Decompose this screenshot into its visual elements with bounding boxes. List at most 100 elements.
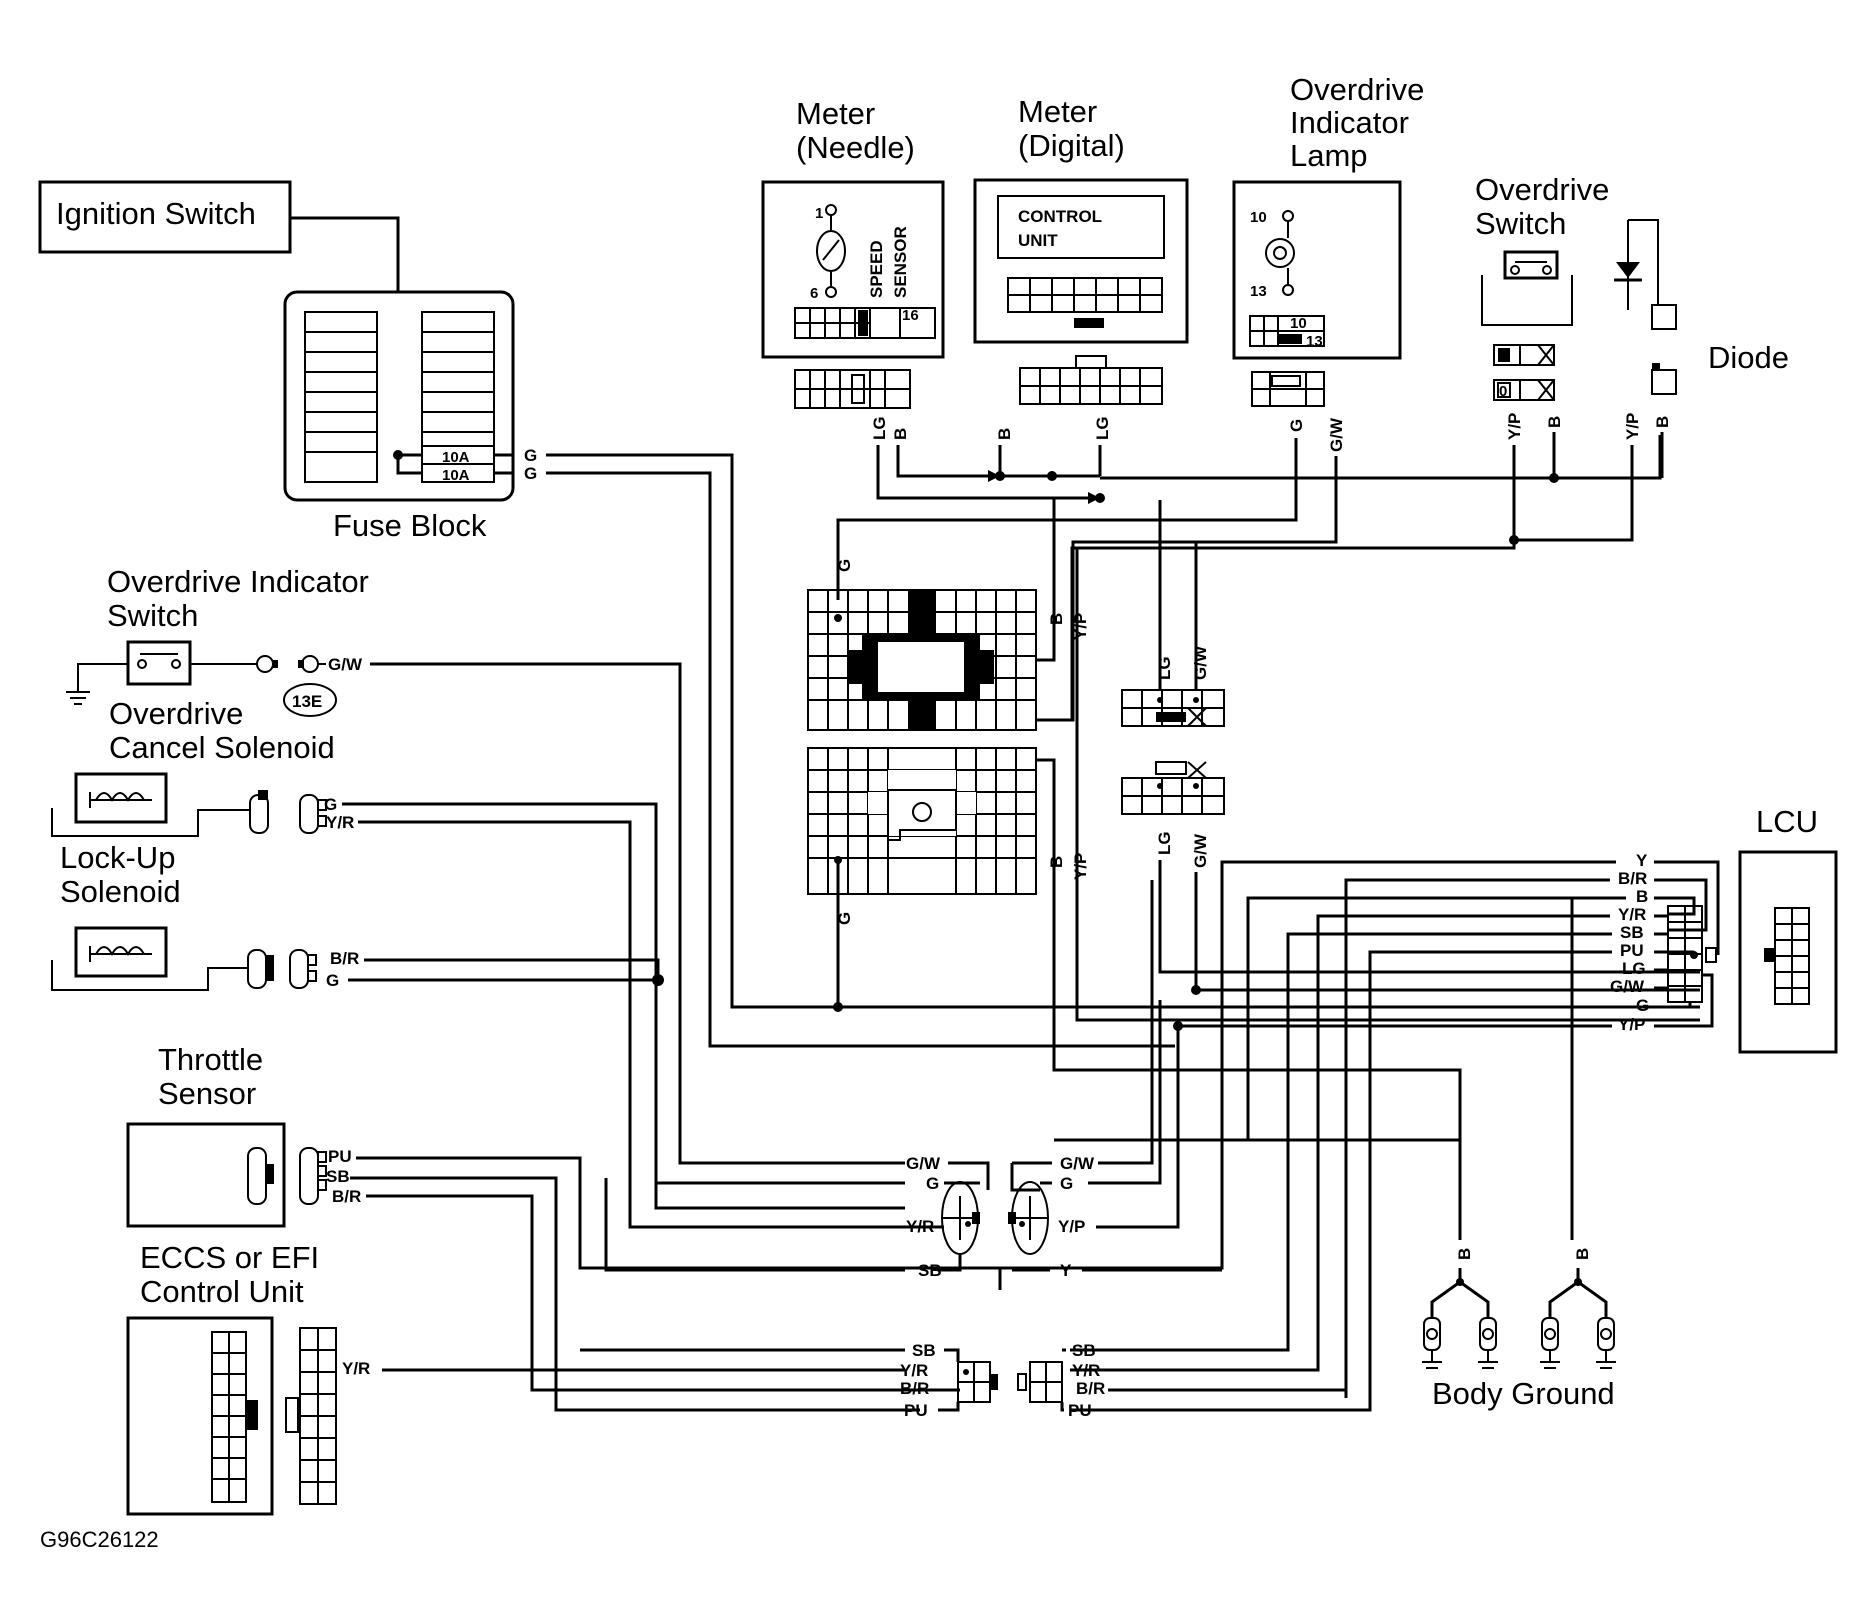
fuse-rating-2: 10A: [442, 467, 470, 484]
body-ground-label: Body Ground: [1432, 1376, 1615, 1411]
wire-label-y: Y: [1060, 1261, 1072, 1280]
wire-label-lg: LG: [1093, 416, 1112, 440]
wire-label-yp: Y/P: [1618, 1015, 1645, 1034]
od-switch-pin-0: 0: [1499, 383, 1507, 400]
wire-label-pu: PU: [904, 1401, 928, 1420]
wire-label-sb: SB: [326, 1167, 350, 1186]
wire-label-yp: Y/P: [1623, 413, 1642, 440]
wire-label-br: B/R: [330, 949, 359, 968]
overdrive-cancel-solenoid: Overdrive Cancel Solenoid: [51, 696, 335, 837]
lamp-conn-pin-10: 10: [1290, 315, 1307, 332]
overdrive-switch: Overdrive Switch: [1475, 172, 1609, 366]
wire-label-gw: G/W: [906, 1154, 941, 1173]
body-ground: B B Body Ground: [1210, 1000, 1616, 1411]
od-lamp-harness-connector: [1251, 371, 1325, 407]
wire-label-g: G: [524, 464, 537, 483]
throttle-label-1: Throttle: [158, 1042, 263, 1077]
wire-label-g: G: [324, 795, 337, 814]
wire-label-gw: G/W: [1327, 417, 1346, 452]
wire-label-yp: Y/P: [1505, 413, 1524, 440]
ignition-switch-label: Ignition Switch: [56, 196, 256, 231]
wire-label-gw: G/W: [328, 655, 363, 674]
wire-label-yr: Y/R: [900, 1361, 928, 1380]
wire-label-lg: LG: [870, 416, 889, 440]
wire-label-g: G: [835, 912, 854, 925]
od-cancel-label-1: Overdrive: [109, 696, 243, 731]
wire-label-lg: LG: [1622, 959, 1646, 978]
meter-digital: Meter (Digital) CONTROL UNIT: [973, 94, 1189, 344]
wire-label-yp: Y/P: [1058, 1217, 1085, 1236]
diode-label: Diode: [1708, 340, 1789, 375]
wire-label-sb: SB: [1072, 1341, 1096, 1360]
od-ind-switch-label-2: Switch: [107, 598, 198, 633]
meter-digital-label-2: (Digital): [1018, 128, 1125, 163]
wire-label-yr: Y/R: [342, 1359, 370, 1378]
control-unit-label-2: UNIT: [1018, 231, 1058, 250]
od-cancel-label-2: Cancel Solenoid: [109, 730, 335, 765]
lockup-label-2: Solenoid: [60, 874, 181, 909]
diode: Diode: [1614, 219, 1789, 395]
wire-label-yp: Y/P: [1071, 853, 1090, 880]
needle-pin-6: 6: [810, 285, 818, 302]
fuse-rating-1: 10A: [442, 449, 470, 466]
od-lamp-label-3: Lamp: [1290, 138, 1368, 173]
needle-pin-1: 1: [815, 205, 823, 222]
throttle-label-2: Sensor: [158, 1076, 256, 1111]
solenoid-connector-left: [941, 1181, 980, 1255]
solenoid-connector-right: [1008, 1181, 1049, 1255]
overdrive-indicator-lamp: Overdrive Indicator Lamp 10 13 10 13: [1232, 72, 1424, 360]
wire-label-yr: Y/R: [326, 813, 354, 832]
wire-label-b: B: [1047, 613, 1066, 625]
wire-label-b: B: [1455, 1248, 1474, 1260]
wire-label-lg: LG: [1155, 831, 1174, 855]
speed-sensor-icon: [816, 230, 846, 272]
wire-label-g: G: [926, 1174, 939, 1193]
lg-gw-connector-lower: [1121, 761, 1225, 815]
od-switch-label-1: Overdrive: [1475, 172, 1609, 207]
control-unit-label-1: CONTROL: [1018, 207, 1102, 226]
wire-label-g: G: [1287, 419, 1306, 432]
wire-label-gw: G/W: [1191, 833, 1210, 868]
wire-label-b: B: [1573, 1248, 1592, 1260]
wire-label-b: B: [891, 428, 910, 440]
overdrive-indicator-switch: Overdrive Indicator Switch 13E: [66, 564, 369, 717]
wire-label-b: B: [1636, 887, 1648, 906]
center-connector-upper: [807, 589, 1037, 731]
wire-label-br: B/R: [900, 1379, 929, 1398]
wire-label-yr: Y/R: [1072, 1361, 1100, 1380]
lockup-label-1: Lock-Up: [60, 840, 175, 875]
fuse-block: 10A 10A Fuse Block: [283, 290, 515, 543]
wire-label-br: B/R: [332, 1187, 361, 1206]
lamp-bulb-icon: [1265, 238, 1295, 268]
lcu: LCU: [1738, 804, 1838, 1054]
wire-label-pu: PU: [1620, 941, 1644, 960]
wire-label-b: B: [1545, 416, 1564, 428]
connector-id: 13E: [292, 692, 322, 711]
wire-label-br: B/R: [1618, 869, 1647, 888]
od-switch-label-2: Switch: [1475, 206, 1566, 241]
lock-up-solenoid: Lock-Up Solenoid: [51, 840, 317, 991]
wire-label-gw: G/W: [1610, 977, 1645, 996]
eccs-label-2: Control Unit: [140, 1274, 304, 1309]
od-lamp-label-1: Overdrive: [1290, 72, 1424, 107]
wire-label-b: B: [1047, 856, 1066, 868]
meter-needle-label-1: Meter: [796, 96, 875, 131]
lcu-wire-bundle: [1654, 860, 1720, 1028]
eccs-label-1: ECCS or EFI: [140, 1240, 319, 1275]
od-ind-switch-label-1: Overdrive Indicator: [107, 564, 369, 599]
wire-label-sb: SB: [1620, 923, 1644, 942]
meter-needle: Meter (Needle) 1 6 SPEED SENSOR 16: [761, 96, 945, 359]
wire-label-g: G: [835, 559, 854, 572]
lg-gw-connector-upper: [1121, 689, 1225, 727]
eccs-efi-control-unit: ECCS or EFI Control Unit: [126, 1240, 319, 1516]
wire-label-sb: SB: [912, 1341, 936, 1360]
wire-label-g: G: [1060, 1174, 1073, 1193]
meter-digital-harness-connector: [1019, 355, 1163, 405]
connector-13e-badge: [283, 683, 337, 717]
eccs-connector-right: [1017, 1361, 1063, 1403]
lamp-conn-pin-13: 13: [1306, 333, 1323, 350]
meter-digital-label-1: Meter: [1018, 94, 1097, 129]
wire-label-yp: Y/P: [1071, 613, 1090, 640]
wire-label-gw: G/W: [1191, 645, 1210, 680]
